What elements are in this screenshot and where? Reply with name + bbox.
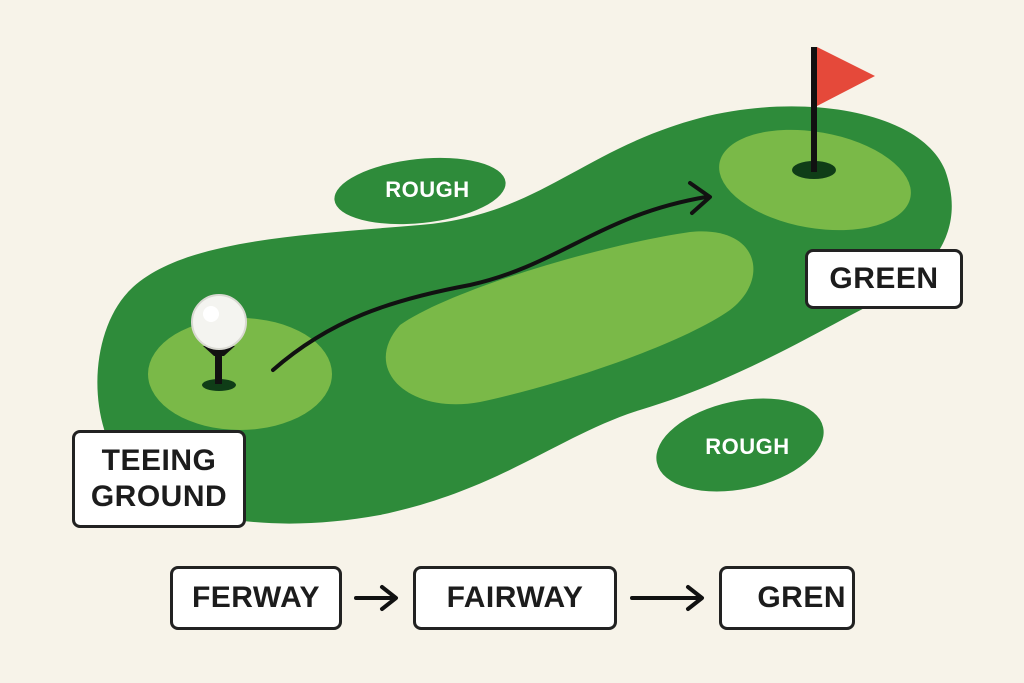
golf-ball-icon: [191, 294, 247, 391]
green-area: [719, 129, 911, 231]
right-arrow-icon: [352, 578, 402, 618]
teeing-ground-label-line2: GROUND: [90, 480, 228, 513]
fairway-area: [385, 231, 754, 405]
flow-step-3: GREN: [719, 566, 855, 630]
shot-path-arrow-icon: [271, 181, 712, 372]
rough-patch-top: [334, 157, 506, 225]
flow-step-1: FERWAY: [170, 566, 342, 630]
rough-patch-bottom: [656, 398, 824, 492]
teeing-ground-area: [148, 318, 332, 430]
green-label: GREEN: [805, 249, 963, 309]
right-arrow-icon: [628, 578, 708, 618]
rough-label-bottom: ROUGH: [705, 434, 790, 459]
teeing-ground-label: TEEING GROUND: [72, 430, 246, 528]
flow-step-2: FAIRWAY: [413, 566, 617, 630]
teeing-ground-label-line1: TEEING: [101, 444, 217, 477]
rough-label-top: ROUGH: [385, 177, 470, 202]
flag-icon: [792, 47, 875, 179]
